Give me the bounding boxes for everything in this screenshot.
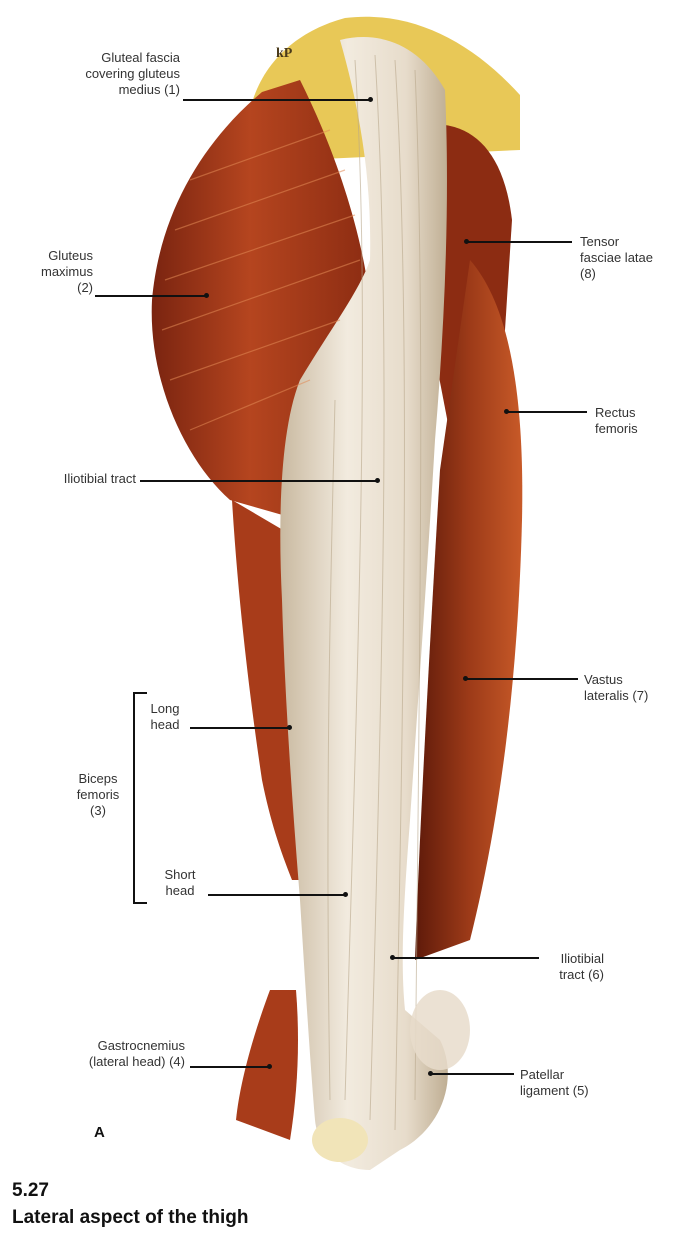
- dot-rectus: [504, 409, 509, 414]
- label-short-head: Short head: [152, 867, 208, 899]
- label-rectus-femoris: Rectus femoris: [595, 405, 685, 437]
- biceps-bracket-vertical: [133, 692, 135, 904]
- label-gluteal-fascia-line2: covering gluteus: [85, 66, 180, 81]
- label-rectus-line2: femoris: [595, 421, 638, 436]
- label-vastus-lateralis: Vastus lateralis (7): [584, 672, 694, 704]
- biceps-bracket-bottom: [133, 902, 147, 904]
- label-gastrocnemius: Gastrocnemius (lateral head) (4): [40, 1038, 185, 1070]
- dot-tensor: [464, 239, 469, 244]
- patella-region: [410, 990, 470, 1070]
- label-gluteal-fascia: Gluteal fascia covering gluteus medius (…: [40, 50, 180, 98]
- leader-iliotibial-lower: [393, 957, 539, 959]
- panel-letter: A: [94, 1124, 105, 1141]
- label-vastus-line1: Vastus: [584, 672, 623, 687]
- dot-long-head: [287, 725, 292, 730]
- label-gastrocnemius-line1: Gastrocnemius: [97, 1038, 185, 1053]
- leader-vastus: [466, 678, 578, 680]
- label-iliotibial-tract-lower: Iliotibial tract (6): [520, 951, 604, 983]
- leader-tensor: [467, 241, 572, 243]
- label-tensor-line1: Tensor: [580, 234, 620, 249]
- label-biceps-femoris: Biceps femoris (3): [68, 771, 128, 819]
- label-gluteal-fascia-line1: Gluteal fascia: [101, 50, 180, 65]
- label-tensor-fasciae-latae: Tensor fasciae latae (8): [580, 234, 690, 282]
- dot-vastus: [463, 676, 468, 681]
- label-biceps-femoris-line3: (3): [90, 803, 106, 818]
- label-rectus-line1: Rectus: [595, 405, 636, 420]
- label-vastus-line2: lateralis (7): [584, 688, 649, 703]
- label-iliotibial-tract-upper: Iliotibial tract: [63, 471, 136, 486]
- dot-gluteus-maximus: [204, 293, 209, 298]
- leader-long-head: [190, 727, 290, 729]
- label-gluteal-fascia-line3: medius (1): [118, 82, 180, 97]
- label-iliotibial-lower-line1: Iliotibial: [560, 951, 604, 966]
- label-gluteus-maximus-line3: (2): [77, 280, 93, 295]
- dot-iliotibial-upper: [375, 478, 380, 483]
- label-gastrocnemius-line2: (lateral head) (4): [88, 1054, 185, 1069]
- leader-rectus: [507, 411, 587, 413]
- label-long-head: Long head: [140, 701, 190, 733]
- label-long-head-line1: Long: [150, 701, 180, 716]
- label-short-head-line2: head: [165, 883, 195, 898]
- dot-patellar: [428, 1071, 433, 1076]
- fibula-head: [312, 1118, 368, 1162]
- label-gluteus-maximus: Gluteus maximus (2): [10, 248, 93, 296]
- leader-gluteal-fascia: [183, 99, 371, 101]
- label-biceps-femoris-line2: femoris: [76, 787, 120, 802]
- leader-patellar: [431, 1073, 514, 1075]
- leader-short-head: [208, 894, 346, 896]
- label-biceps-femoris-line1: Biceps: [78, 771, 118, 786]
- leader-iliotibial-upper: [140, 480, 378, 482]
- biceps-bracket-top: [133, 692, 147, 694]
- label-patellar-ligament: Patellar ligament (5): [520, 1067, 630, 1099]
- figure-title: Lateral aspect of the thigh: [12, 1207, 249, 1228]
- label-short-head-line1: Short: [164, 867, 196, 882]
- dot-gastrocnemius: [267, 1064, 272, 1069]
- label-iliotibial-lower-line2: tract (6): [559, 967, 604, 982]
- label-patellar-line1: Patellar: [520, 1067, 565, 1082]
- leader-gastrocnemius: [190, 1066, 270, 1068]
- figure-number: 5.27: [12, 1180, 49, 1201]
- dot-short-head: [343, 892, 348, 897]
- dot-iliotibial-lower: [390, 955, 395, 960]
- label-gluteus-maximus-line1: Gluteus: [48, 248, 93, 263]
- label-gluteus-maximus-line2: maximus: [40, 264, 93, 279]
- label-long-head-line2: head: [150, 717, 180, 732]
- label-tensor-line3: (8): [580, 266, 596, 281]
- fascia-fibers: [327, 54, 422, 1131]
- artist-initials: kP: [276, 46, 293, 61]
- gluteus-fibers: [161, 129, 361, 431]
- label-tensor-line2: fasciae latae: [580, 250, 653, 265]
- vastus-lateralis-muscle: [415, 260, 523, 960]
- dot-gluteal-fascia: [368, 97, 373, 102]
- iliotibial-tract-band: [280, 37, 448, 1171]
- leader-gluteus-maximus: [95, 295, 207, 297]
- label-patellar-line2: ligament (5): [520, 1083, 589, 1098]
